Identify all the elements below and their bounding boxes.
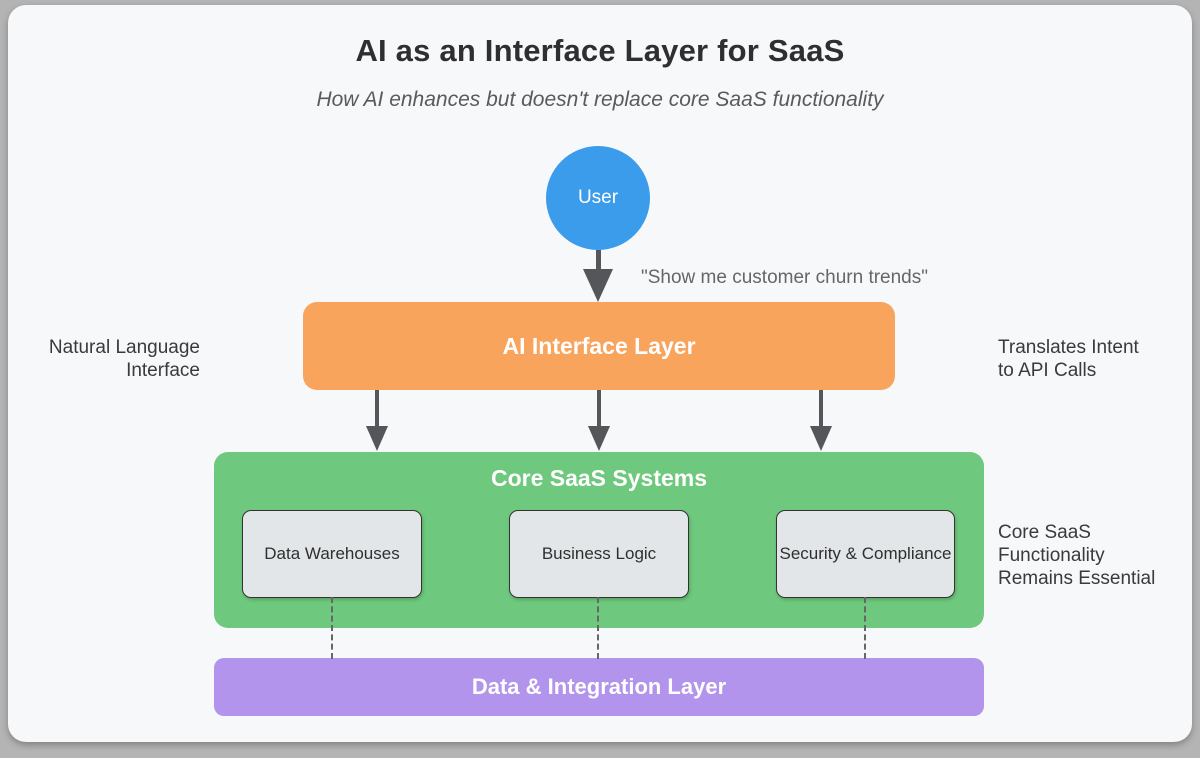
note-line: Natural Language xyxy=(48,337,200,358)
core-saas-systems-box: Core SaaS Systems Data Warehouses Busine… xyxy=(214,452,984,628)
arrow-shaft xyxy=(819,390,823,427)
note-line: Functionality xyxy=(998,545,1105,566)
user-node-label: User xyxy=(577,187,619,208)
ai-interface-layer-label: AI Interface Layer xyxy=(502,332,696,359)
down-arrow-icon xyxy=(583,269,613,305)
arrow-shaft xyxy=(597,390,601,427)
arrow-ai-to-core-1 xyxy=(365,390,389,452)
arrow-ai-to-core-3 xyxy=(809,390,833,452)
subsystem-data-warehouses: Data Warehouses xyxy=(242,510,422,598)
data-integration-layer-label: Data & Integration Layer xyxy=(471,674,727,699)
ai-interface-layer-box: AI Interface Layer xyxy=(303,302,895,390)
subsystem-security-compliance: Security & Compliance xyxy=(776,510,955,598)
arrow-user-to-ai-layer xyxy=(583,250,613,302)
note-line: Remains Essential xyxy=(998,568,1156,589)
dashed-connector-2 xyxy=(597,597,599,659)
dashed-connector-3 xyxy=(864,597,866,659)
down-arrow-icon xyxy=(588,426,610,454)
note-line: Interface xyxy=(126,360,200,381)
down-arrow-icon xyxy=(810,426,832,454)
arrow-shaft xyxy=(595,250,601,270)
note-core-functionality: Core SaaS Functionality Remains Essentia… xyxy=(998,521,1188,590)
down-arrow-icon xyxy=(366,426,388,454)
note-line: to API Calls xyxy=(998,360,1097,381)
note-line: Core SaaS xyxy=(998,522,1091,543)
core-saas-systems-label: Core SaaS Systems xyxy=(490,465,708,491)
page-subtitle: How AI enhances but doesn't replace core… xyxy=(316,88,884,111)
page-title: AI as an Interface Layer for SaaS xyxy=(355,33,845,68)
note-translates-intent: Translates Intent to API Calls xyxy=(998,336,1188,382)
arrow-shaft xyxy=(375,390,379,427)
dashed-connector-1 xyxy=(331,597,333,659)
subsystem-business-logic: Business Logic xyxy=(509,510,689,598)
user-query-text: "Show me customer churn trends" xyxy=(641,267,928,288)
arrow-ai-to-core-2 xyxy=(587,390,611,452)
data-integration-layer-box: Data & Integration Layer xyxy=(214,658,984,716)
user-node: User xyxy=(546,146,650,250)
note-natural-language-interface: Natural Language Interface xyxy=(0,336,200,382)
note-line: Translates Intent xyxy=(998,337,1139,358)
